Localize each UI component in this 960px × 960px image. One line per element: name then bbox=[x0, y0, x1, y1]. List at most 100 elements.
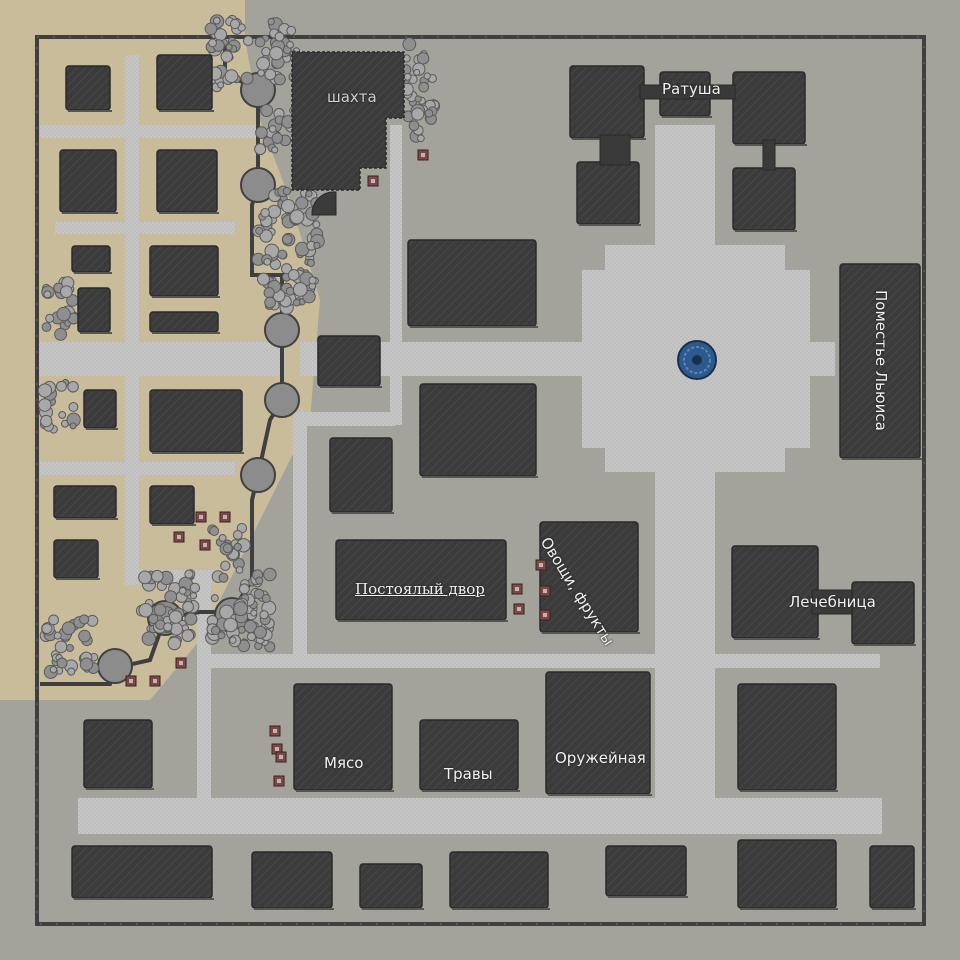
rubble-stone bbox=[233, 601, 249, 617]
rubble-stone bbox=[212, 16, 221, 25]
building bbox=[449, 851, 549, 909]
rubble-stone bbox=[256, 272, 270, 286]
road bbox=[390, 125, 402, 425]
rubble-stone bbox=[138, 570, 152, 585]
town-hall-southwest bbox=[576, 161, 640, 225]
building-shadow bbox=[56, 578, 100, 580]
rubble-stone bbox=[414, 95, 422, 103]
road bbox=[293, 412, 307, 662]
crate-icon bbox=[199, 539, 211, 551]
building bbox=[419, 383, 537, 477]
road bbox=[125, 55, 139, 585]
road bbox=[35, 342, 285, 376]
rubble-stone bbox=[208, 38, 217, 48]
rubble-stone bbox=[253, 588, 265, 600]
rubble-stone bbox=[69, 422, 77, 430]
rubble-stone bbox=[282, 186, 292, 196]
rubble-stone bbox=[218, 572, 229, 583]
rubble-stone bbox=[312, 220, 321, 229]
rubble-stone bbox=[286, 40, 294, 49]
building bbox=[737, 839, 837, 909]
building bbox=[149, 311, 219, 333]
rubble-stone bbox=[263, 567, 277, 582]
crate-icon bbox=[125, 675, 137, 687]
rubble-stone bbox=[138, 602, 153, 618]
rubble-stone bbox=[243, 619, 258, 634]
building-shadow bbox=[152, 296, 220, 298]
building bbox=[359, 863, 423, 909]
crate-icon bbox=[275, 751, 287, 763]
rubble-stone bbox=[292, 298, 301, 307]
rubble-stone bbox=[59, 285, 73, 299]
road bbox=[78, 798, 882, 834]
rubble-stone bbox=[225, 43, 233, 51]
building bbox=[149, 245, 219, 297]
rubble-stone bbox=[417, 134, 425, 143]
building-shadow bbox=[159, 110, 214, 112]
rubble-stone bbox=[263, 257, 272, 266]
crate-icon bbox=[269, 725, 281, 737]
rubble-stone bbox=[402, 37, 417, 52]
building bbox=[869, 845, 915, 909]
mine-entrance bbox=[311, 191, 337, 216]
rubble-stone bbox=[217, 631, 226, 640]
building bbox=[149, 485, 195, 525]
building bbox=[737, 683, 837, 791]
crate-icon bbox=[539, 609, 551, 621]
rubble-stone bbox=[61, 621, 76, 636]
town-hall-complex bbox=[599, 84, 853, 615]
rubble-stone bbox=[41, 322, 52, 332]
circle-marker-icon[interactable] bbox=[677, 340, 717, 380]
rubble-stone bbox=[238, 583, 250, 595]
rubble-stone bbox=[261, 593, 271, 603]
armory-building bbox=[545, 671, 651, 795]
herbs-building bbox=[419, 719, 519, 791]
rubble-stone bbox=[289, 209, 305, 225]
rubble-stone bbox=[250, 609, 258, 617]
rubble-stone bbox=[255, 126, 268, 139]
rubble-stone bbox=[151, 569, 164, 583]
rubble-stone bbox=[242, 35, 254, 46]
rubble-stone bbox=[167, 636, 182, 651]
town-hall-southeast bbox=[732, 167, 796, 231]
crate-icon bbox=[175, 657, 187, 669]
rubble-stone bbox=[45, 313, 55, 323]
building bbox=[83, 389, 117, 429]
rubble-stone bbox=[43, 290, 52, 299]
rubble-stone bbox=[274, 31, 285, 42]
rubble-stone bbox=[40, 414, 53, 428]
rubble-stone bbox=[217, 81, 225, 89]
inn-link[interactable]: Постоялый двор bbox=[355, 580, 485, 598]
rubble-stone bbox=[222, 543, 233, 554]
rubble-stone bbox=[423, 72, 431, 80]
rubble-stone bbox=[56, 657, 68, 669]
building bbox=[77, 287, 111, 333]
rubble-stone bbox=[255, 576, 264, 585]
building-shadow bbox=[56, 518, 118, 520]
rubble-stone bbox=[229, 636, 237, 644]
buildings bbox=[53, 54, 922, 910]
rubble-stone bbox=[182, 600, 194, 613]
building bbox=[71, 245, 111, 273]
rubble-stone bbox=[308, 276, 317, 285]
road bbox=[200, 654, 880, 668]
building-shadow bbox=[159, 212, 219, 214]
connector bbox=[639, 84, 736, 100]
rubble-stone bbox=[68, 402, 79, 412]
building bbox=[83, 719, 153, 789]
rubble-stone bbox=[240, 71, 254, 85]
building-shadow bbox=[542, 632, 640, 634]
crate-icon bbox=[149, 675, 161, 687]
rubble-stone bbox=[41, 623, 53, 635]
rubble-stone bbox=[56, 306, 71, 322]
building-shadow bbox=[608, 896, 688, 898]
rubble-stone bbox=[260, 208, 270, 218]
crate-icon bbox=[195, 511, 207, 523]
building-shadow bbox=[422, 790, 520, 792]
rubble-stone bbox=[416, 52, 430, 65]
building-shadow bbox=[74, 898, 214, 900]
rubble-stone bbox=[268, 125, 277, 133]
building-shadow bbox=[422, 476, 538, 478]
building bbox=[53, 539, 99, 579]
rubble-stone bbox=[253, 625, 267, 639]
